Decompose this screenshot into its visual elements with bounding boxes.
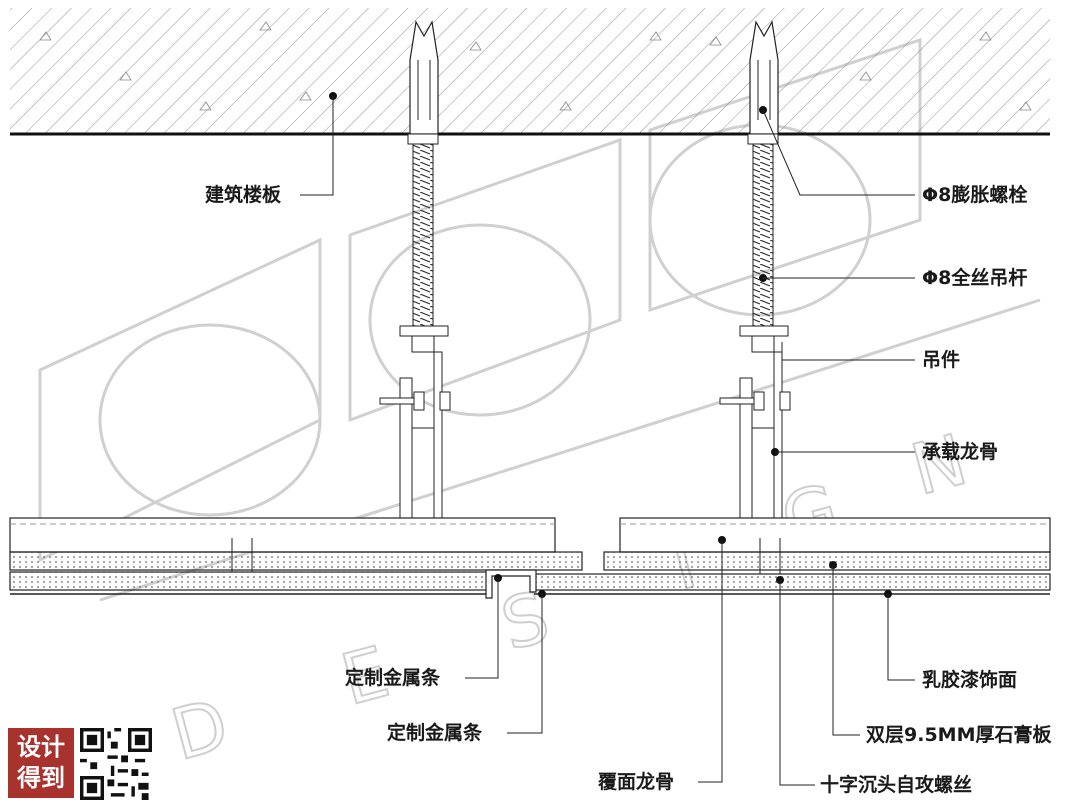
label-gypsum-board: 双层9.5MM厚石膏板 [866, 723, 1052, 746]
hanger-assembly-right [719, 20, 791, 521]
building-slab [10, 8, 1050, 136]
labels: 建筑楼板 Φ8膨胀螺栓 Φ8全丝吊杆 吊件 承载龙骨 定制金属条 定制金属条 乳… [205, 183, 1052, 796]
label-metal-strip-2: 定制金属条 [387, 721, 483, 744]
label-latex-paint: 乳胶漆饰面 [922, 668, 1017, 691]
logo-line-2: 得到 [17, 764, 65, 792]
label-main-keel: 承载龙骨 [922, 440, 998, 463]
label-metal-strip-1: 定制金属条 [345, 666, 441, 689]
label-hanger: 吊件 [922, 348, 960, 371]
label-slab: 建筑楼板 [205, 183, 282, 206]
label-bolt: Φ8膨胀螺栓 [922, 183, 1027, 206]
label-rod: Φ8全丝吊杆 [922, 266, 1027, 289]
watermark-letter-n: N [903, 419, 975, 512]
label-cover-keel: 覆面龙骨 [597, 770, 674, 793]
logo-line-1: 设计 [17, 733, 65, 761]
callouts [300, 92, 915, 786]
watermark-letter-d: D [163, 683, 236, 776]
hanger-assembly-left [379, 20, 451, 521]
ceiling-layers [9, 517, 1051, 599]
watermark: D E S I G N [38, 37, 1041, 777]
qr-code-icon [80, 728, 152, 800]
label-screw: 十字沉头自攻螺丝 [820, 773, 972, 796]
brand-logo: 设计 得到 [8, 728, 74, 798]
